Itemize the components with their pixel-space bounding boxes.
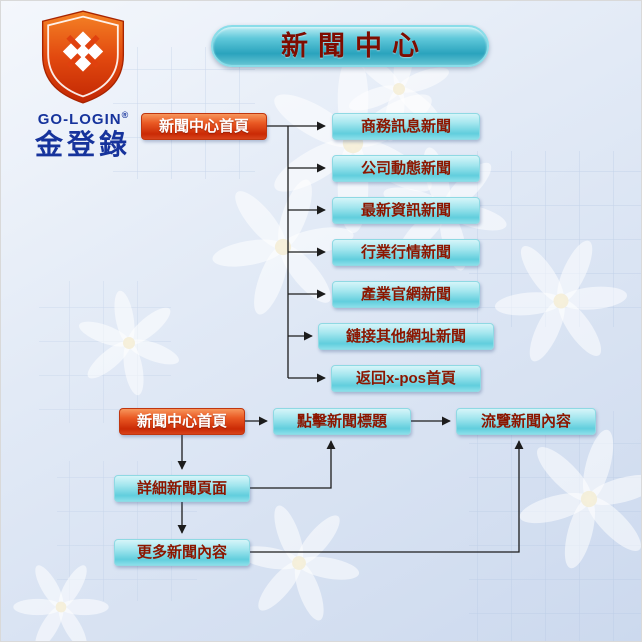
registered-mark: ® (121, 110, 129, 120)
flow-detail-news-page[interactable]: 詳細新聞頁面 (114, 475, 250, 502)
logo: GO-LOGIN® 金登錄 (19, 9, 147, 160)
sitemap-item-company-news[interactable]: 公司動態新聞 (332, 155, 480, 182)
flow-click-news-title[interactable]: 點擊新聞標題 (273, 408, 411, 435)
logo-shield-icon (41, 10, 125, 104)
flow-browse-news-content[interactable]: 流覽新聞內容 (456, 408, 596, 435)
sitemap-item-official-news[interactable]: 產業官網新聞 (332, 281, 480, 308)
sitemap-item-industry-news[interactable]: 行業行情新聞 (332, 239, 480, 266)
flow-more-news-content[interactable]: 更多新聞內容 (114, 539, 250, 566)
page-title: 新聞中心 (211, 25, 489, 67)
flow-root-news-home[interactable]: 新聞中心首頁 (119, 408, 245, 435)
sitemap-item-link-news[interactable]: 鏈接其他網址新聞 (318, 323, 494, 350)
sitemap-item-business-news[interactable]: 商務訊息新聞 (332, 113, 480, 140)
brand-name: GO-LOGIN® (37, 110, 129, 128)
sitemap-item-latest-news[interactable]: 最新資訊新聞 (332, 197, 480, 224)
sitemap-root-news-home[interactable]: 新聞中心首頁 (141, 113, 267, 140)
sitemap-item-return-home[interactable]: 返回x-pos首頁 (331, 365, 481, 392)
brand-name-chinese: 金登錄 (34, 129, 131, 160)
